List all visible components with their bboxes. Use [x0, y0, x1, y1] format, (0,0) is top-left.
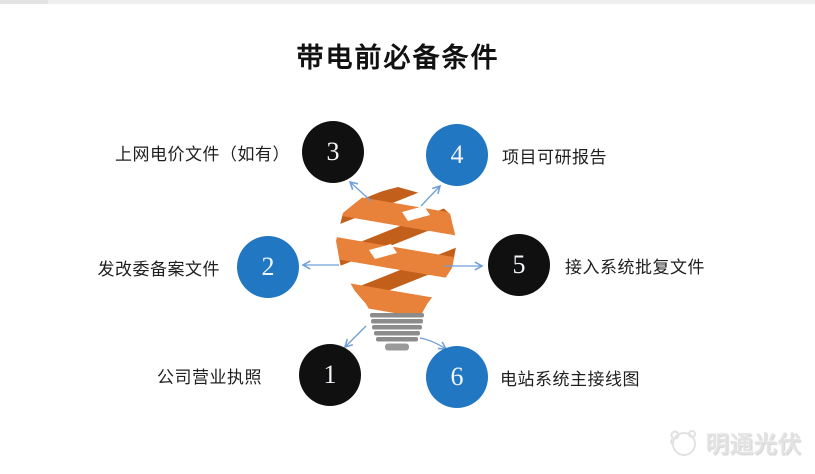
- watermark: 明通光伏: [664, 423, 802, 461]
- mingtong-logo-icon: [670, 430, 696, 456]
- watermark-text: 明通光伏: [706, 431, 802, 457]
- bulb-base-icon: [370, 313, 424, 351]
- top-edge-strip-left: [0, 0, 48, 4]
- step-circle-1: 1: [299, 344, 361, 406]
- arrow-to-step-4-icon: [420, 184, 442, 207]
- step-circle-2: 2: [237, 236, 299, 298]
- step-circle-6: 6: [426, 346, 488, 408]
- arrow-group: [301, 180, 484, 350]
- step-label-6: 电站系统主接线图: [500, 369, 640, 389]
- step-circle-5: 5: [488, 234, 550, 296]
- step-circle-4: 4: [426, 124, 488, 186]
- step-label-3: 上网电价文件（如有）: [115, 144, 290, 164]
- arrow-to-step-3-icon: [348, 180, 372, 202]
- step-label-1: 公司营业执照: [157, 367, 262, 387]
- step-circle-3: 3: [302, 121, 364, 183]
- step-label-5: 接入系统批复文件: [565, 257, 705, 277]
- page-title: 带电前必备条件: [296, 43, 500, 73]
- arrow-to-step-6-icon: [419, 337, 448, 350]
- step-label-2: 发改委备案文件: [97, 259, 220, 279]
- arrow-to-step-1-icon: [343, 325, 367, 349]
- step-label-4: 项目可研报告: [502, 147, 607, 167]
- top-edge-strip: [0, 0, 815, 4]
